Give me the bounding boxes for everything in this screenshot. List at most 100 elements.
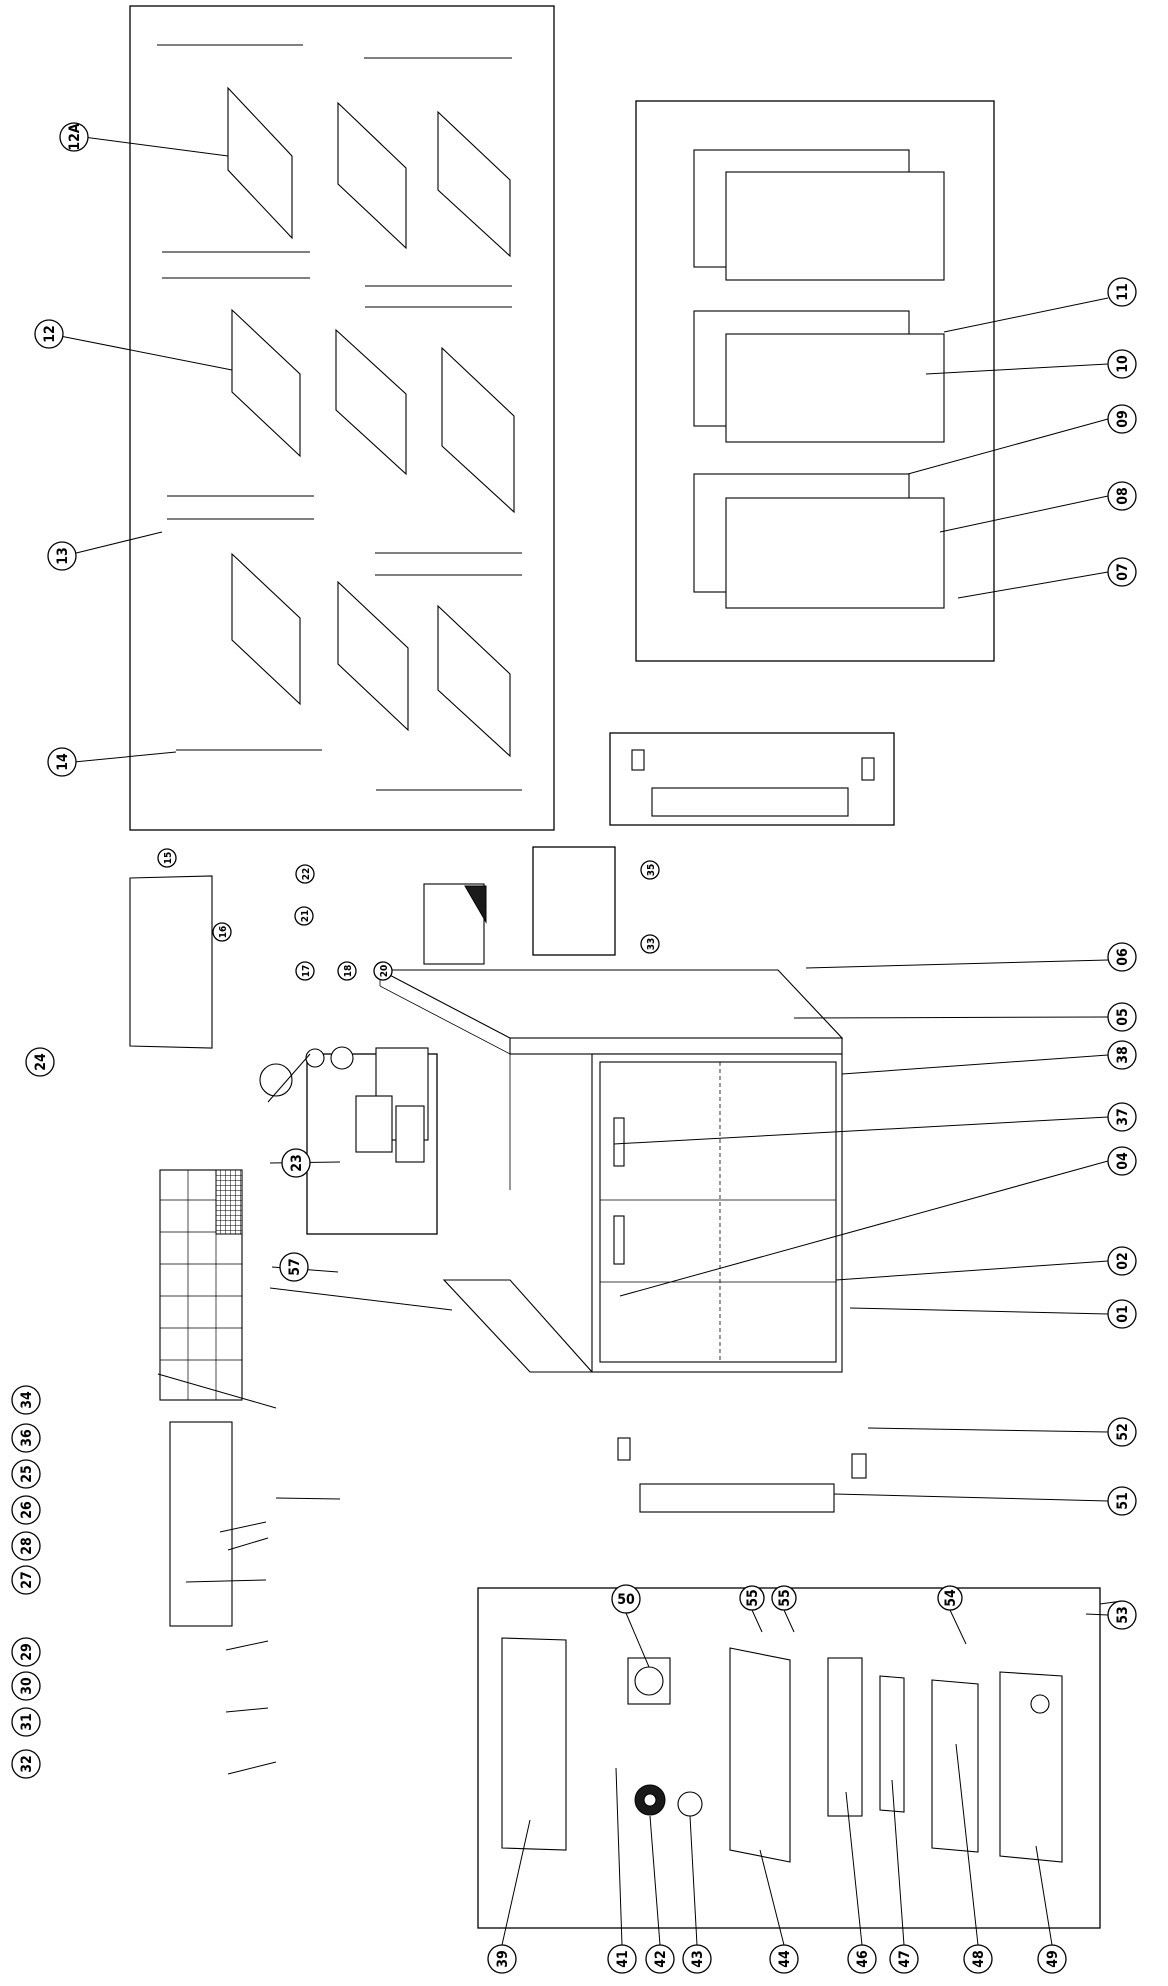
svg-text:27: 27	[19, 1571, 35, 1589]
svg-text:13: 13	[55, 547, 71, 565]
front-panel	[169, 1421, 233, 1627]
callout-41: 41	[607, 1944, 637, 1974]
svg-text:51: 51	[1115, 1492, 1131, 1510]
svg-text:06: 06	[1115, 948, 1131, 966]
plinth-parts	[631, 749, 875, 817]
evaporator-parts	[501, 1637, 1063, 1863]
svg-text:30: 30	[19, 1677, 35, 1695]
svg-text:01: 01	[1115, 1305, 1131, 1323]
callout-39: 39	[487, 1944, 517, 1974]
callout-12A: 12A	[59, 122, 89, 152]
callout-46: 46	[847, 1944, 877, 1974]
svg-text:54: 54	[943, 1589, 959, 1607]
callout-15: 15	[157, 848, 177, 868]
callout-54: 54	[937, 1585, 963, 1611]
callout-26: 26	[11, 1495, 41, 1525]
callout-08: 08	[1107, 481, 1137, 511]
svg-text:15: 15	[163, 852, 174, 865]
callout-35: 35	[640, 860, 660, 880]
svg-text:02: 02	[1115, 1252, 1131, 1270]
svg-text:50: 50	[617, 1592, 635, 1608]
svg-text:05: 05	[1115, 1008, 1131, 1026]
svg-text:25: 25	[19, 1465, 35, 1483]
callout-22: 22	[295, 864, 315, 884]
plinth-group-frame	[609, 732, 895, 826]
svg-text:44: 44	[777, 1950, 793, 1968]
plinth-bracket	[851, 1453, 867, 1479]
leader-lines	[49, 135, 1109, 1775]
condenser-and-compressor	[129, 875, 487, 1141]
callout-05: 05	[1107, 1002, 1137, 1032]
callout-25: 25	[11, 1459, 41, 1489]
svg-text:28: 28	[19, 1537, 35, 1555]
callout-44: 44	[769, 1944, 799, 1974]
svg-text:43: 43	[690, 1950, 706, 1968]
svg-text:57: 57	[287, 1258, 303, 1276]
svg-text:34: 34	[19, 1391, 35, 1409]
svg-text:17: 17	[301, 965, 312, 978]
svg-text:31: 31	[19, 1713, 35, 1731]
callout-14: 14	[47, 747, 77, 777]
top-parts-frame	[532, 846, 616, 956]
callout-04: 04	[1107, 1146, 1137, 1176]
callout-31: 31	[11, 1707, 41, 1737]
callout-23: 23	[281, 1148, 311, 1178]
callout-47: 47	[889, 1944, 919, 1974]
bottom-leader-lines	[501, 1600, 1123, 1946]
svg-text:26: 26	[19, 1501, 35, 1519]
plinth-bar	[639, 1483, 835, 1513]
svg-text:12: 12	[42, 325, 58, 343]
svg-text:36: 36	[19, 1429, 35, 1447]
svg-text:23: 23	[289, 1154, 305, 1172]
callout-18: 18	[337, 961, 357, 981]
callout-27: 27	[11, 1565, 41, 1595]
door-group-frame	[635, 100, 995, 662]
callout-55-b: 55	[771, 1585, 797, 1611]
control-box-frame	[306, 1053, 438, 1235]
callout-bubbles: 12A 12 13 14 11 10 09 08 07 15 16 17 18 …	[11, 122, 1137, 1974]
svg-text:49: 49	[1045, 1950, 1061, 1968]
callout-28: 28	[11, 1531, 41, 1561]
callout-50: 50	[611, 1584, 641, 1614]
callout-16: 16	[212, 922, 232, 942]
control-box-parts	[355, 1095, 425, 1163]
callout-34: 34	[11, 1385, 41, 1415]
svg-text:33: 33	[646, 938, 657, 951]
callout-17: 17	[295, 961, 315, 981]
svg-text:10: 10	[1115, 355, 1131, 373]
svg-text:41: 41	[615, 1950, 631, 1968]
svg-text:37: 37	[1115, 1108, 1131, 1126]
callout-01: 01	[1107, 1299, 1137, 1329]
svg-text:38: 38	[1115, 1046, 1131, 1064]
door-assemblies	[693, 149, 945, 609]
svg-text:52: 52	[1115, 1423, 1131, 1441]
svg-text:48: 48	[971, 1950, 987, 1968]
wire-shelves	[227, 86, 515, 758]
callout-42: 42	[645, 1944, 675, 1974]
svg-text:08: 08	[1115, 487, 1131, 505]
callout-12: 12	[34, 319, 64, 349]
callout-20: 20	[373, 961, 393, 981]
svg-text:46: 46	[855, 1950, 871, 1968]
svg-text:16: 16	[218, 926, 229, 939]
callout-48: 48	[963, 1944, 993, 1974]
callout-38: 38	[1107, 1040, 1137, 1070]
callout-57: 57	[279, 1252, 309, 1282]
callout-55-a: 55	[739, 1585, 765, 1611]
callout-37: 37	[1107, 1102, 1137, 1132]
svg-text:24: 24	[33, 1053, 49, 1071]
callout-43: 43	[682, 1944, 712, 1974]
shelf-group-frame	[129, 5, 555, 831]
svg-text:09: 09	[1115, 410, 1131, 428]
callout-29: 29	[11, 1637, 41, 1667]
svg-text:55: 55	[745, 1589, 761, 1607]
callout-10: 10	[1107, 349, 1137, 379]
callout-07: 07	[1107, 557, 1137, 587]
svg-text:55: 55	[777, 1589, 793, 1607]
callout-32: 32	[11, 1749, 41, 1779]
svg-text:18: 18	[343, 965, 354, 978]
svg-text:20: 20	[379, 965, 390, 978]
callout-24: 24	[25, 1047, 55, 1077]
callout-52: 52	[1107, 1417, 1137, 1447]
cabinet-body	[379, 969, 844, 1373]
